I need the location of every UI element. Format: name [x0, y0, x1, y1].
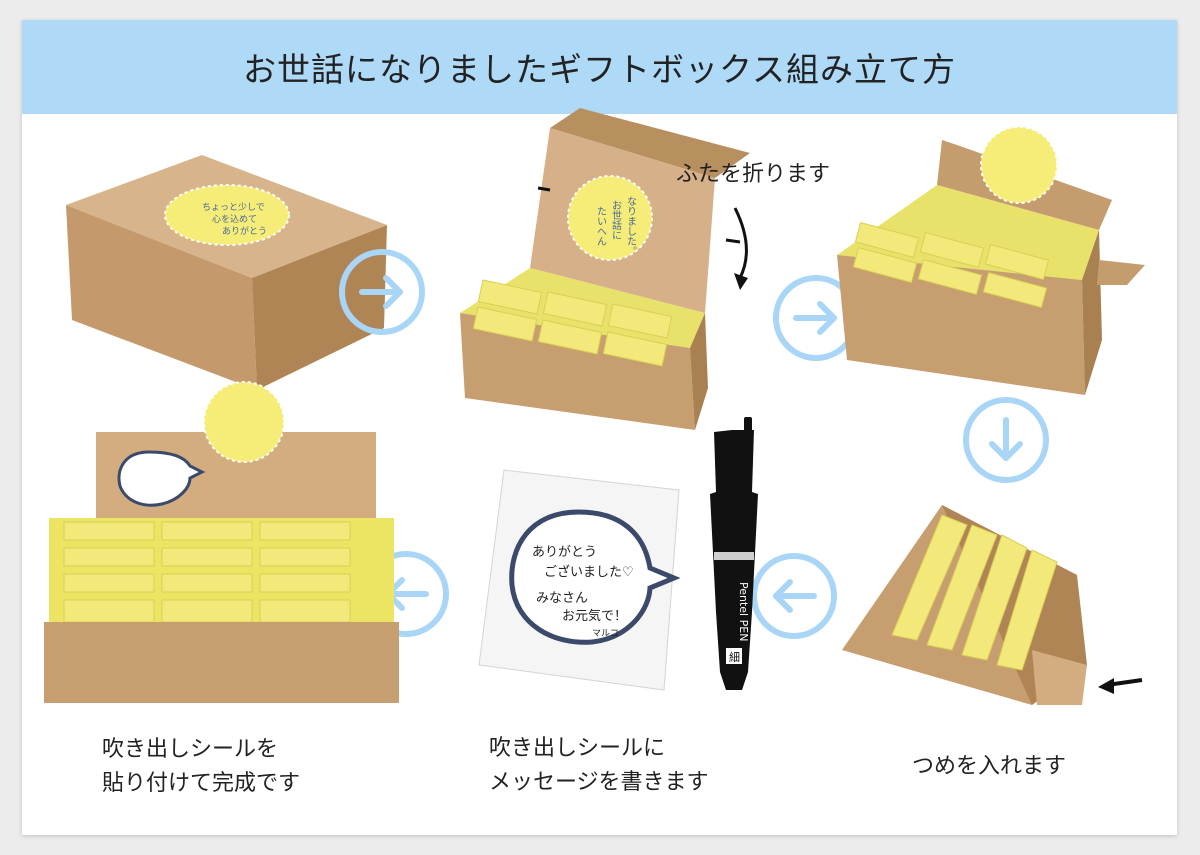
lid-sticker-line1: たいへん	[595, 206, 607, 246]
caption-write-message: 吹き出しシールに メッセージを書きます	[489, 732, 709, 800]
bubble-line4: お元気で！	[562, 608, 627, 624]
pen-brand-label: Pentel PEN	[737, 582, 750, 641]
closed-sticker-line3: ありがとう	[222, 225, 267, 237]
lid-sticker-line2: お世話に	[610, 200, 622, 240]
bubble-line2: ございました♡	[544, 564, 634, 580]
arrow-left-circle-icon	[751, 553, 837, 639]
pen-tag-label: 細	[729, 651, 740, 664]
bubble-line1: ありがとう	[532, 545, 597, 560]
caption-insert-tab: つめを入れます	[912, 754, 1067, 779]
bubble-line3: みなさん	[536, 591, 588, 606]
bubble-sign: マルコ	[592, 629, 619, 639]
caption-fold-lid: ふたを折ります	[676, 162, 831, 187]
caption-write-line1: 吹き出しシールに	[489, 736, 666, 761]
open-box-photo: たいへん お世話に なりました。	[460, 108, 750, 430]
arrow-right-circle-icon	[339, 249, 425, 335]
marker-pen-photo: Pentel PEN 細	[710, 417, 758, 690]
arrow-down-circle-icon	[963, 397, 1049, 483]
closed-sticker-line1: ちょっと少しで	[202, 202, 265, 213]
title-banner: お世話になりましたギフトボックス組み立て方	[22, 20, 1177, 114]
finished-box-photo	[44, 381, 399, 703]
lid-sticker-line3: なりました。	[625, 196, 636, 256]
tab-insert-photo	[842, 505, 1143, 705]
page-title: お世話になりましたギフトボックス組み立て方	[242, 50, 956, 89]
caption-finish-line2: 貼り付けて完成です	[102, 771, 301, 796]
speech-bubble-sticker-photo: ありがとう ございました♡ みなさん お元気で！ マルコ	[478, 469, 681, 691]
caption-finish-line1: 吹き出しシールを	[102, 737, 279, 762]
closed-box-photo: ちょっと少しで 心を込めて ありがとう	[66, 155, 387, 390]
caption-finish: 吹き出しシールを 貼り付けて完成です	[102, 733, 300, 801]
closed-sticker-line2: 心を込めて	[212, 214, 257, 225]
instruction-card: お世話になりましたギフトボックス組み立て方 ちょっと少しで 心を込めて ありがと…	[22, 20, 1177, 835]
caption-write-line2: メッセージを書きます	[489, 770, 709, 795]
folded-lid-box-photo	[837, 126, 1145, 395]
